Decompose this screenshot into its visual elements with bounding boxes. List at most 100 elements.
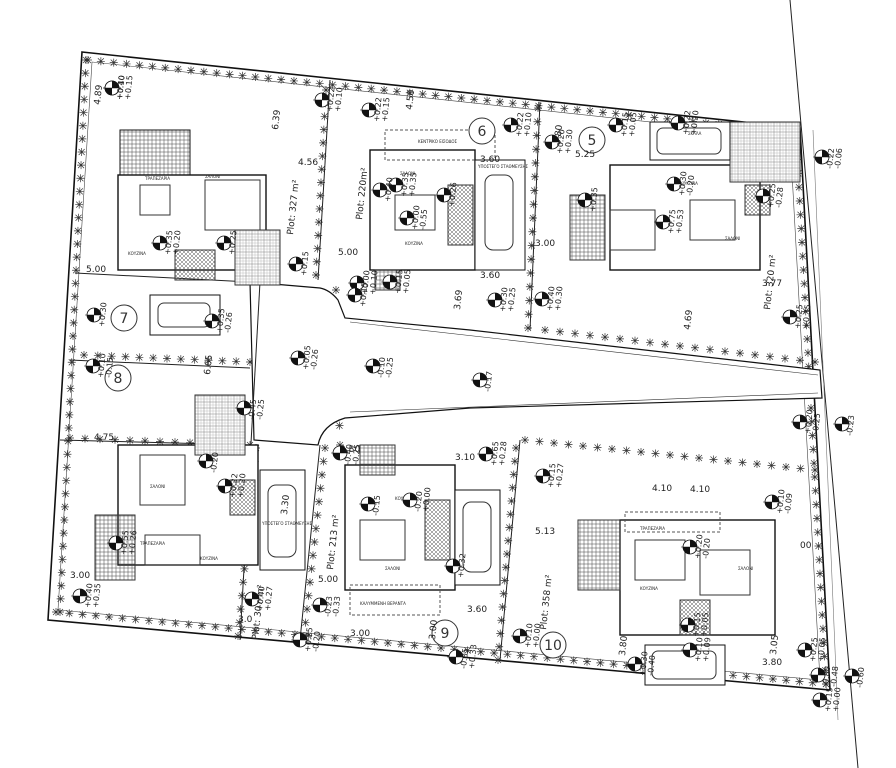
dimension-label: 4.69 bbox=[683, 309, 695, 330]
hedge-plant bbox=[651, 449, 660, 458]
hedge-plant bbox=[64, 424, 73, 432]
hedge-plant bbox=[320, 112, 329, 121]
svg-text:+0.33: +0.33 bbox=[467, 644, 479, 669]
hedge-plant bbox=[506, 510, 515, 519]
svg-text:+0.25: +0.25 bbox=[793, 304, 805, 329]
svg-text:-0.25: -0.25 bbox=[384, 357, 395, 379]
hedge-plant bbox=[524, 310, 533, 319]
hedge-plant bbox=[814, 542, 823, 550]
hedge-plant bbox=[126, 436, 134, 445]
hedge-plant bbox=[69, 318, 78, 327]
hedge-plant bbox=[60, 516, 69, 524]
svg-text:+0.05: +0.05 bbox=[627, 112, 639, 137]
hedge-plant bbox=[316, 191, 325, 200]
plot-number-9: 9 bbox=[431, 619, 459, 647]
hedge-plant bbox=[510, 457, 519, 466]
hedge-plant bbox=[277, 75, 286, 84]
hedge-plant bbox=[163, 354, 171, 363]
svg-text:-0.25: -0.25 bbox=[811, 413, 822, 435]
hedge-plant bbox=[571, 329, 579, 338]
hedge-plant bbox=[529, 652, 538, 661]
level-marker: +0.55+0.26 bbox=[107, 530, 139, 555]
hedge-plant bbox=[367, 84, 376, 93]
svg-text:-0.35: -0.35 bbox=[459, 648, 470, 670]
hedge-plant bbox=[317, 178, 325, 187]
hedge-plant bbox=[586, 107, 595, 116]
svg-text:+0.22: +0.22 bbox=[325, 87, 337, 112]
dimension-label: 3.00 bbox=[535, 239, 555, 249]
hedge-plant bbox=[622, 446, 631, 455]
room-label: ΥΠΟΣΤΕΓΟ ΣΤΑΘΜΕΥΣΗΣ bbox=[477, 164, 529, 169]
svg-text:+0.20: +0.20 bbox=[555, 129, 567, 154]
hedge-plant bbox=[529, 214, 537, 222]
hedge-plant bbox=[251, 73, 260, 82]
hedge-plant bbox=[463, 646, 472, 655]
hedge-plant bbox=[813, 514, 821, 523]
hedge-plant bbox=[527, 255, 536, 264]
hedge-plant bbox=[234, 632, 242, 640]
hedge-plant bbox=[496, 629, 505, 638]
hedge-plant bbox=[224, 624, 233, 633]
svg-text:6: 6 bbox=[478, 124, 487, 140]
svg-text:-0.25: -0.25 bbox=[255, 399, 266, 421]
svg-text:+0.05: +0.05 bbox=[699, 612, 711, 637]
hedge-plant bbox=[309, 551, 317, 560]
hedge-plant bbox=[738, 458, 747, 467]
hedge-plant bbox=[801, 307, 810, 316]
hedge-plant bbox=[795, 677, 804, 686]
hedge-plant bbox=[81, 434, 89, 443]
level-marker: +0.10+0.00 bbox=[511, 623, 543, 648]
svg-text:+0.10: +0.10 bbox=[693, 637, 705, 662]
level-marker: -0.15 bbox=[359, 495, 382, 516]
hedge-plant bbox=[312, 271, 320, 279]
level-marker: +0.15+0.27 bbox=[534, 463, 566, 488]
hedge-plant bbox=[73, 226, 82, 235]
room-label: ΤΡΑΠΕΖΑΡΙΑ bbox=[144, 176, 170, 181]
level-marker: +0.22+0.15 bbox=[360, 97, 392, 122]
hedge-plant bbox=[816, 569, 824, 578]
svg-text:+0.20: +0.20 bbox=[693, 534, 705, 559]
dimension-label: 4.56 bbox=[298, 158, 318, 168]
svg-text:-0.15: -0.15 bbox=[104, 357, 115, 379]
hedge-plant bbox=[423, 642, 432, 651]
hedge-plant bbox=[809, 445, 818, 454]
access-road bbox=[249, 281, 823, 446]
level-marker: +0.10+0.09 bbox=[681, 637, 713, 662]
hedge-plant bbox=[525, 282, 534, 291]
svg-text:-0.20: -0.20 bbox=[413, 491, 424, 513]
room-label: ΚΟΥΖΙΝΑ bbox=[200, 556, 218, 561]
hedge-plant bbox=[149, 353, 158, 362]
level-marker: -0.23 bbox=[833, 415, 856, 436]
hedge-plant bbox=[535, 437, 544, 446]
level-marker: +0.20-0.20 bbox=[681, 534, 712, 559]
hedge-plant bbox=[507, 497, 516, 505]
hedge-plant bbox=[148, 62, 157, 71]
room-label: ΣΑΛΟΝΙ bbox=[400, 171, 415, 176]
level-marker: +0.15+0.05 bbox=[679, 612, 711, 637]
svg-text:-0.55: -0.55 bbox=[418, 209, 429, 231]
hedge-plant bbox=[77, 161, 86, 170]
hedge-plant bbox=[238, 71, 247, 80]
hedge-plant bbox=[541, 326, 549, 334]
hedge-plant bbox=[680, 452, 689, 461]
hedge-plant bbox=[556, 327, 564, 336]
hedge-plant bbox=[78, 134, 87, 143]
svg-text:+0.30: +0.30 bbox=[97, 302, 109, 327]
hedge-plant bbox=[815, 555, 824, 564]
hedge-plant bbox=[313, 511, 322, 520]
dimension-label: 3.00 bbox=[70, 571, 90, 581]
dimension-label: 3.00 bbox=[428, 619, 440, 640]
level-marker: -0.17 bbox=[471, 371, 494, 392]
hedge-plant bbox=[306, 578, 314, 587]
level-marker: +0.25-0.28 bbox=[754, 183, 785, 208]
hedge-plant bbox=[318, 470, 326, 479]
hedge-plant bbox=[796, 464, 805, 473]
level-marker: +0.15+0.00 bbox=[811, 687, 843, 712]
level-marker: +0.00+0.10 bbox=[348, 270, 380, 295]
hedge-plant bbox=[302, 78, 311, 87]
hedge-plant bbox=[598, 108, 607, 117]
svg-text:+0.10: +0.10 bbox=[523, 623, 535, 648]
hedge-plant bbox=[500, 576, 509, 585]
dimension-label: 3.80 bbox=[762, 658, 782, 668]
hedge-plant bbox=[494, 656, 502, 664]
